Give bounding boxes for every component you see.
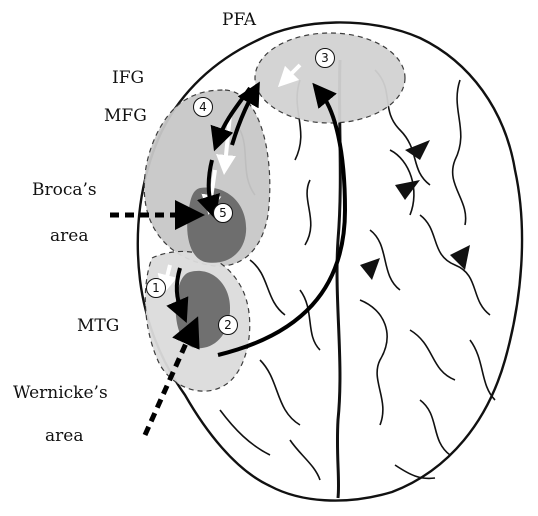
pfa-label: PFA: [222, 12, 256, 29]
step-2-marker: 2: [218, 315, 238, 335]
step-3-marker: 3: [315, 48, 335, 68]
step-4-marker: 4: [193, 97, 213, 117]
mfg-label: MFG: [104, 108, 147, 125]
ifg-label: IFG: [112, 70, 144, 87]
wernicke-label-line2: area: [45, 428, 83, 445]
broca-label-line1: Broca’s: [32, 182, 97, 199]
mtg-label: MTG: [77, 318, 119, 335]
wernicke-label-line1: Wernicke’s: [13, 385, 108, 402]
broca-label-line2: area: [50, 228, 88, 245]
step-5-marker: 5: [213, 203, 233, 223]
step-1-marker: 1: [146, 278, 166, 298]
